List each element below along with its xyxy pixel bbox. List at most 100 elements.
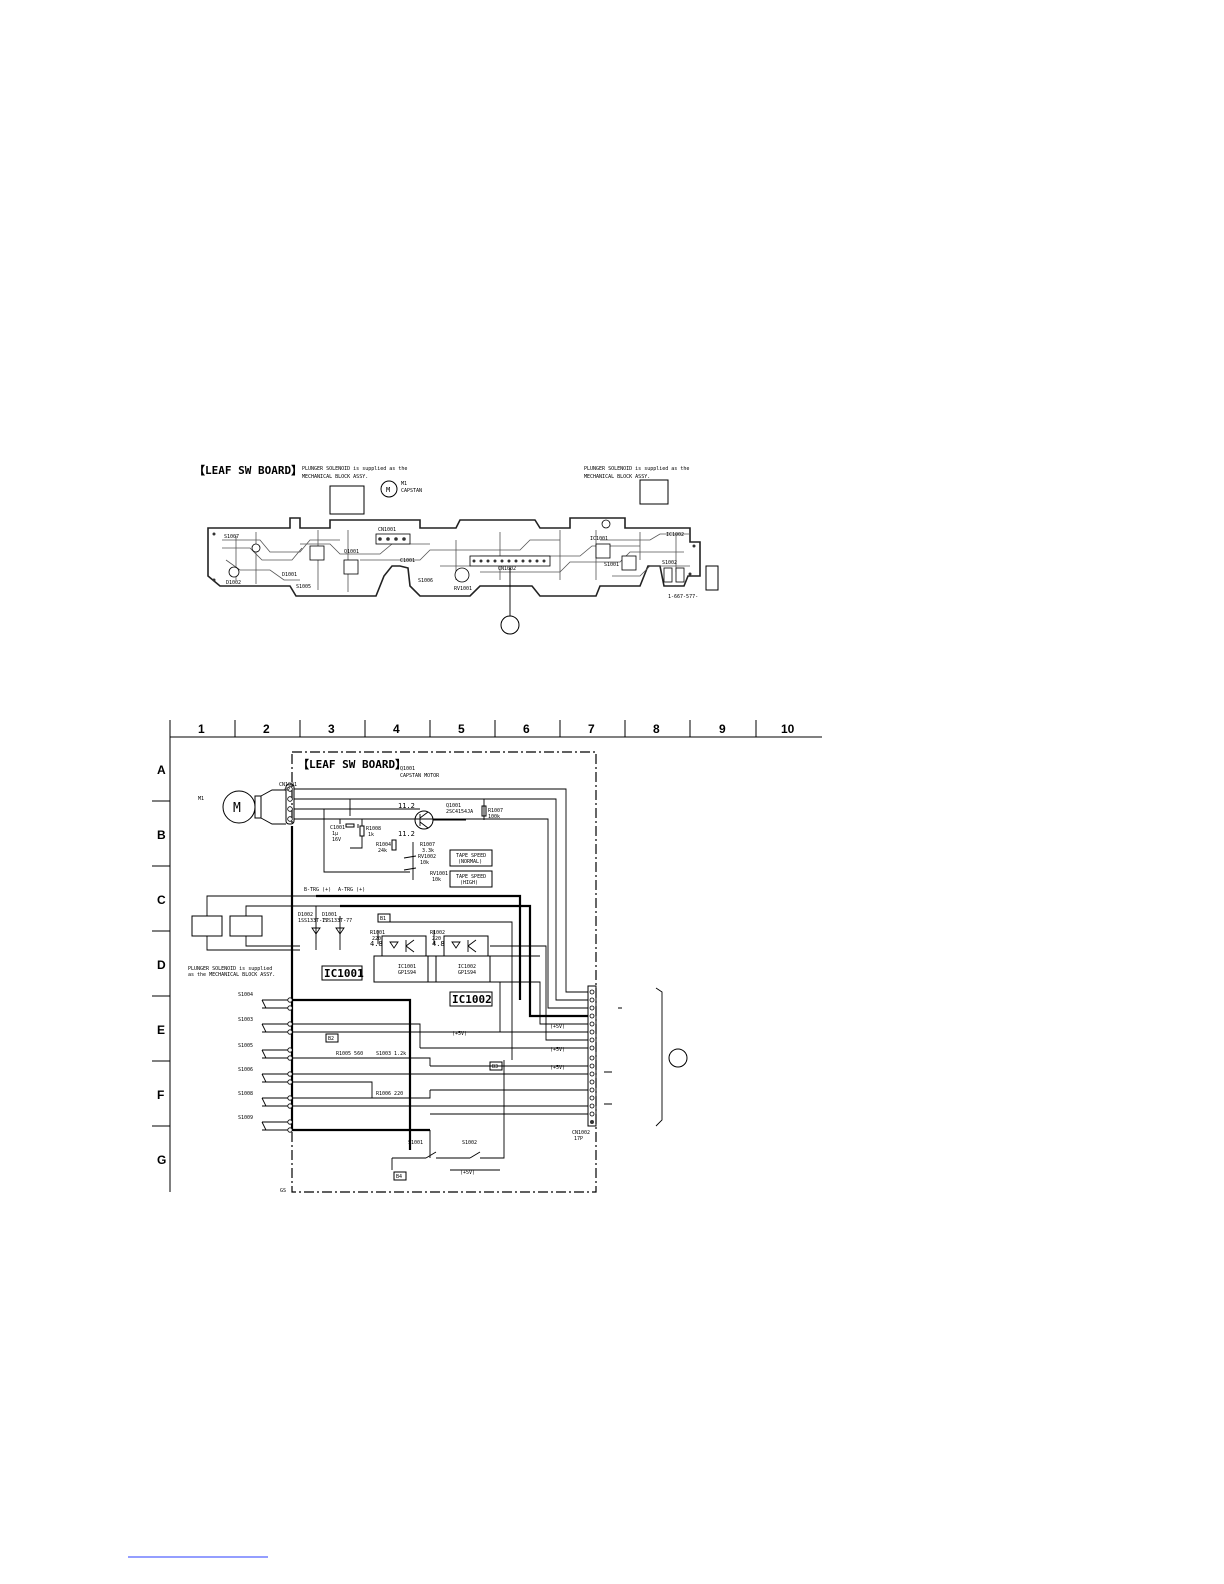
- a-trg-label: A-TRG (+): [338, 887, 365, 893]
- ic1001-label-box: [321, 965, 363, 981]
- col-label-10: 10: [781, 722, 795, 736]
- r1007b-ref: R1007: [420, 842, 435, 848]
- tape-speed-normal-box: [449, 849, 493, 867]
- col-label-2: 2: [263, 722, 270, 736]
- tape-speed-normal-2: (NORMAL): [458, 859, 482, 865]
- row-label-d: D: [157, 958, 166, 972]
- r1008-ref: R1008: [366, 826, 381, 832]
- cn1001-pins: 4P: [284, 787, 290, 793]
- r1006-label: R1006 220: [376, 1091, 403, 1097]
- pcb-label-cn1002: CN1002: [498, 566, 516, 572]
- col-label-6: 6: [523, 722, 530, 736]
- pcb-label-q1001: Q1001: [344, 549, 359, 555]
- c1001-volt: 16V: [332, 837, 341, 843]
- tag-b4: B4: [396, 1174, 402, 1180]
- pcb-note-right-2: MECHANICAL BLOCK ASSY.: [584, 474, 650, 480]
- q1001-title-ref: Q1001: [400, 766, 415, 772]
- rv1002-val: 10k: [420, 860, 429, 866]
- tag-b1: B1: [380, 916, 386, 922]
- row-label-c: C: [157, 893, 166, 907]
- ic1001-part-num: GP1S94: [398, 970, 416, 976]
- d1002-ref: D1002: [298, 912, 313, 918]
- ic1001-body: [373, 955, 429, 983]
- switch-s1004: S1004: [238, 992, 253, 998]
- cn1001-ref: CN1001: [279, 782, 297, 788]
- r1001-ref: R1001: [370, 930, 385, 936]
- col-label-7: 7: [588, 722, 595, 736]
- tape-speed-high-1: TAPE SPEED: [456, 874, 486, 880]
- pcb-motor-symbol: M: [386, 486, 390, 494]
- pcb-label-s1007: S1007: [224, 534, 239, 540]
- ic1001-part-ref: IC1001: [398, 964, 416, 970]
- pcb-solenoid-left-box: [329, 485, 365, 515]
- pcb-ref-bubble: [500, 615, 520, 635]
- ic1001-opto: [381, 935, 427, 957]
- pcb-label-rv1001: RV1001: [454, 586, 472, 592]
- cn1002-pins-count: 17P: [574, 1136, 583, 1142]
- pcb-motor-icon: [380, 480, 398, 498]
- ic1002-opto: [443, 935, 489, 957]
- cn1001-body: [285, 783, 295, 825]
- d1001-ref: D1001: [322, 912, 337, 918]
- sig-5v-b: (+5V): [452, 1031, 467, 1037]
- pcb-board-outline: [207, 517, 701, 597]
- plunger-note-2: as the MECHANICAL BLOCK ASSY.: [188, 972, 275, 978]
- switch-s1003: S1003: [238, 1017, 253, 1023]
- switch-s1006: S1006: [238, 1067, 253, 1073]
- q1001-title-desc: CAPSTAN MOTOR: [400, 773, 440, 779]
- pcb-note-right-1: PLUNGER SOLENOID is supplied as the: [584, 466, 689, 472]
- pcb-layout: 【LEAF SW BOARD】 PLUNGER SOLENOID is supp…: [194, 464, 719, 635]
- solenoid-a: [191, 915, 223, 937]
- pcb-label-c1001: C1001: [400, 558, 415, 564]
- voltage-3: 4.8: [370, 940, 383, 948]
- ic1001-label: IC1001: [324, 967, 364, 980]
- voltage-2: 11.2: [398, 830, 415, 838]
- q1001-part-num: 2SC4154JA: [446, 809, 473, 815]
- pcb-label-d1001: D1001: [282, 572, 297, 578]
- pcb-board-title: 【LEAF SW BOARD】: [194, 464, 302, 477]
- c1001-ref: C1001: [330, 825, 345, 831]
- bottom-ref: GS: [280, 1188, 286, 1194]
- pcb-label-s1006: S1006: [418, 578, 433, 584]
- motor-shaft: [254, 795, 262, 819]
- switch-s1005: S1005: [238, 1043, 253, 1049]
- voltage-4: 4.8: [432, 940, 445, 948]
- r1004-val: 24k: [378, 848, 387, 854]
- r1007b-val: 3.3k: [422, 848, 434, 854]
- ic1002-part-num: GP1S94: [458, 970, 476, 976]
- pcb-label-cn1001: CN1001: [378, 527, 396, 533]
- sig-5v-a: (+5V): [550, 1024, 565, 1030]
- rv1001-val: 10k: [432, 877, 441, 883]
- pcb-label-s1005: S1005: [296, 584, 311, 590]
- ic1002-part-ref: IC1002: [458, 964, 476, 970]
- r1008-val: 1k: [368, 832, 374, 838]
- switch-s1008: S1008: [238, 1091, 253, 1097]
- pcb-part-number: 1-667-577-: [668, 594, 698, 600]
- row-label-a: A: [157, 763, 166, 777]
- tag-b2-box: [325, 1033, 339, 1043]
- pcb-solenoid-right-box: [639, 479, 669, 505]
- ic1002-label: IC1002: [452, 993, 492, 1006]
- sig-5v-d: (+5V): [550, 1065, 565, 1071]
- schematic-grid: 1 2 3 4 5 6 7 8 9 10 A B C D E F G: [152, 720, 822, 1192]
- sig-5v-e: (+5V): [460, 1170, 475, 1176]
- r1007-val: 100k: [488, 814, 500, 820]
- switch-s1002: S1002: [462, 1140, 477, 1146]
- pcb-label-ic1001: IC1001: [590, 536, 608, 542]
- r1002-val: 220: [432, 936, 441, 942]
- plunger-note-1: PLUNGER SOLENOID is supplied: [188, 966, 272, 972]
- tag-b3: B3: [492, 1064, 498, 1070]
- col-label-3: 3: [328, 722, 335, 736]
- r1004-ref: R1004: [376, 842, 391, 848]
- pcb-motor-ref: M1: [401, 481, 407, 487]
- motor-leads: [260, 789, 286, 825]
- col-label-4: 4: [393, 722, 400, 736]
- d1002-part: 1SS133T-77: [298, 918, 328, 924]
- cn1002-pins: [589, 989, 595, 1124]
- pcb-side-connector: [705, 565, 719, 591]
- row-label-b: B: [157, 828, 166, 842]
- motor-ref: M1: [198, 796, 204, 802]
- r1003-label: S1003 1.2k: [376, 1051, 406, 1057]
- motor-symbol: M: [233, 801, 241, 816]
